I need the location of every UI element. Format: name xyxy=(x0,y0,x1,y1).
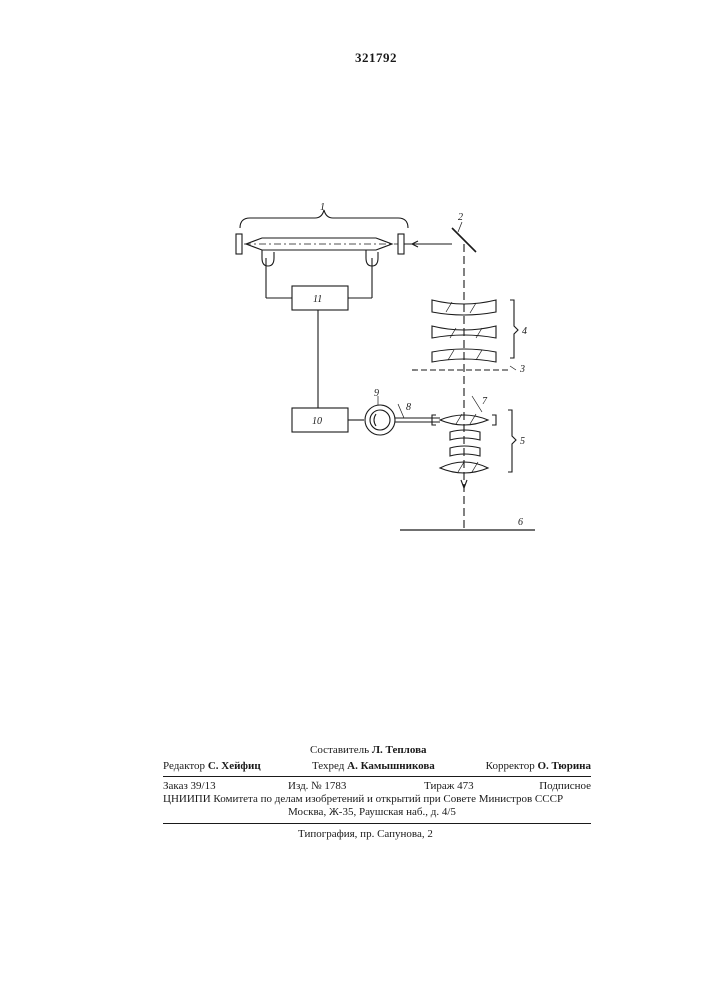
lens-5a xyxy=(450,430,480,440)
imprint-rule-bottom xyxy=(163,823,591,824)
techred-line: Техред А. Камышникова xyxy=(312,760,435,773)
corrector-label: Корректор xyxy=(486,760,535,772)
compiler-line: Составитель Л. Теплова xyxy=(310,744,427,757)
imprint-rule-top xyxy=(163,776,591,777)
org-line-1: ЦНИИПИ Комитета по делам изобретений и о… xyxy=(163,793,591,806)
label-6: 6 xyxy=(518,517,523,528)
label-5: 5 xyxy=(520,436,525,447)
subscription: Подписное xyxy=(539,780,591,793)
corrector-line: Корректор О. Тюрина xyxy=(486,760,591,773)
electrode-left xyxy=(262,250,274,266)
label-9: 9 xyxy=(374,388,379,399)
compiler-name: Л. Теплова xyxy=(372,744,427,756)
label-11: 11 xyxy=(313,294,322,305)
edition-number: Изд. № 1783 xyxy=(288,780,346,793)
techred-name: А. Камышникова xyxy=(347,760,435,772)
editor-name: С. Хейфиц xyxy=(208,760,261,772)
label-2: 2 xyxy=(458,212,463,223)
org-line-2: Москва, Ж-35, Раушская наб., д. 4/5 xyxy=(288,806,456,819)
label-4: 4 xyxy=(522,326,527,337)
label-1: 1 xyxy=(320,202,325,213)
circulation: Тираж 473 xyxy=(424,780,474,793)
techred-label: Техред xyxy=(312,760,344,772)
label-8: 8 xyxy=(406,402,411,413)
editor-label: Редактор xyxy=(163,760,205,772)
lens-5b xyxy=(450,446,480,456)
compiler-label: Составитель xyxy=(310,744,369,756)
label-3: 3 xyxy=(519,364,525,375)
end-mirror-left xyxy=(236,234,242,254)
label-7: 7 xyxy=(482,396,488,407)
output-mirror xyxy=(398,234,404,254)
order-number: Заказ 39/13 xyxy=(163,780,216,793)
label-10: 10 xyxy=(312,416,322,427)
printing-house: Типография, пр. Сапунова, 2 xyxy=(298,828,433,841)
editor-line: Редактор С. Хейфиц xyxy=(163,760,261,773)
corrector-name: О. Тюрина xyxy=(537,760,591,772)
